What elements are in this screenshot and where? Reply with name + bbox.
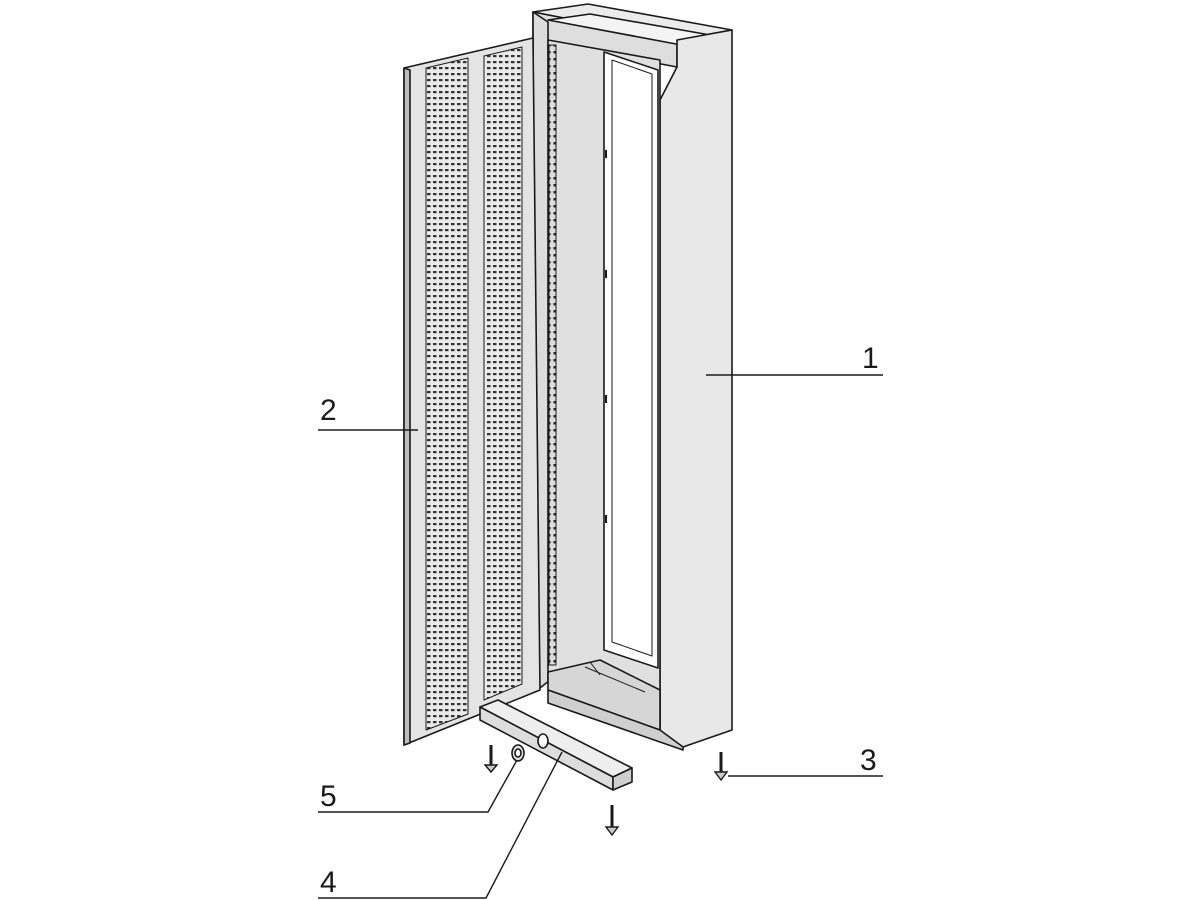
cabinet-housing (532, 3, 733, 751)
screw-left (483, 745, 499, 774)
leader-line-5 (318, 759, 518, 813)
leader-lines (318, 374, 883, 899)
front-rack-rail (548, 44, 557, 666)
washer (511, 744, 525, 762)
callout-3: 3 (860, 744, 877, 777)
door-perforation-right (483, 46, 523, 701)
door-perforation-left (425, 57, 469, 731)
housing-floor (547, 659, 661, 731)
callout-labels: 1 2 3 5 4 (320, 342, 879, 899)
callout-5: 5 (320, 780, 337, 813)
perforated-door (403, 37, 541, 746)
callout-1: 1 (862, 342, 879, 375)
screw-right (713, 752, 729, 782)
leader-line-4 (318, 751, 563, 899)
base-rail-end (612, 767, 633, 791)
base-rail-hole (537, 733, 549, 749)
screw-bottom (604, 805, 620, 837)
door-edge (403, 67, 411, 746)
callout-4: 4 (320, 866, 337, 899)
housing-floor-front (547, 689, 684, 751)
housing-back-opening-inner (611, 59, 653, 657)
base-rail (479, 699, 633, 791)
callout-2: 2 (320, 394, 337, 427)
housing-side-panel (659, 29, 733, 748)
